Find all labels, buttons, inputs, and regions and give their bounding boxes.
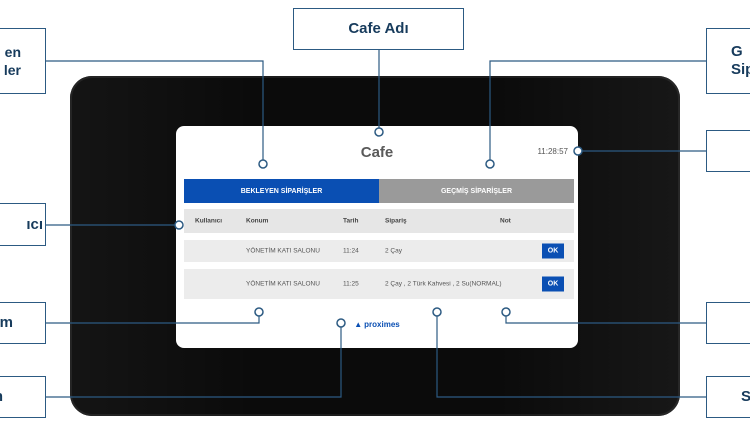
column-date: Tarih [343, 217, 359, 225]
tab-pending-orders[interactable]: BEKLEYEN SİPARİŞLER [184, 179, 379, 203]
callout-date: n [0, 376, 46, 418]
ok-button[interactable]: OK [542, 243, 564, 259]
row-location: YÖNETİM KATI SALONU [246, 247, 320, 255]
callout-pending-line1: en [4, 44, 21, 60]
column-note: Not [500, 217, 511, 225]
table-header: Kullanıcı Konum Tarih Sipariş Not [184, 209, 574, 233]
tab-bar: BEKLEYEN SİPARİŞLER GEÇMİŞ SİPARİŞLER [184, 179, 574, 203]
callout-user: ıcı [0, 203, 46, 246]
row-order: 2 Çay , 2 Türk Kahvesi , 2 Su(NORMAL) [385, 280, 502, 288]
callout-past-line2: Sip [731, 61, 750, 78]
row-date: 11:24 [343, 247, 359, 255]
proximes-logo-icon: ▲ [354, 320, 363, 329]
callout-pending-line2: ler [3, 62, 21, 78]
table-row: YÖNETİM KATI SALONU 11:24 2 Çay OK [184, 240, 574, 262]
tab-past-orders[interactable]: GEÇMİŞ SİPARİŞLER [379, 179, 574, 203]
callout-time [706, 130, 750, 172]
brand-logo: ▲proximes [176, 320, 578, 329]
column-location: Konum [246, 217, 269, 225]
column-user: Kullanıcı [195, 217, 223, 225]
column-order: Sipariş [385, 217, 407, 225]
callout-cafe-name: Cafe Adı [293, 8, 464, 50]
callout-location: m [0, 302, 46, 344]
clock: 11:28:57 [537, 147, 568, 156]
callout-past-orders: G Sip [706, 28, 750, 94]
callout-order: S [706, 376, 750, 418]
cafe-title: Cafe [360, 144, 394, 161]
callout-note [706, 302, 750, 344]
callout-pending-orders: en ler [0, 28, 46, 94]
app-screen: Cafe 11:28:57 BEKLEYEN SİPARİŞLER GEÇMİŞ… [176, 126, 578, 348]
ok-button[interactable]: OK [542, 276, 564, 292]
callout-past-line1: G [731, 43, 743, 60]
row-location: YÖNETİM KATI SALONU [246, 280, 320, 288]
row-date: 11:25 [343, 280, 359, 288]
row-order: 2 Çay [385, 247, 402, 255]
table-row: YÖNETİM KATI SALONU 11:25 2 Çay , 2 Türk… [184, 269, 574, 299]
brand-name: proximes [364, 320, 400, 329]
